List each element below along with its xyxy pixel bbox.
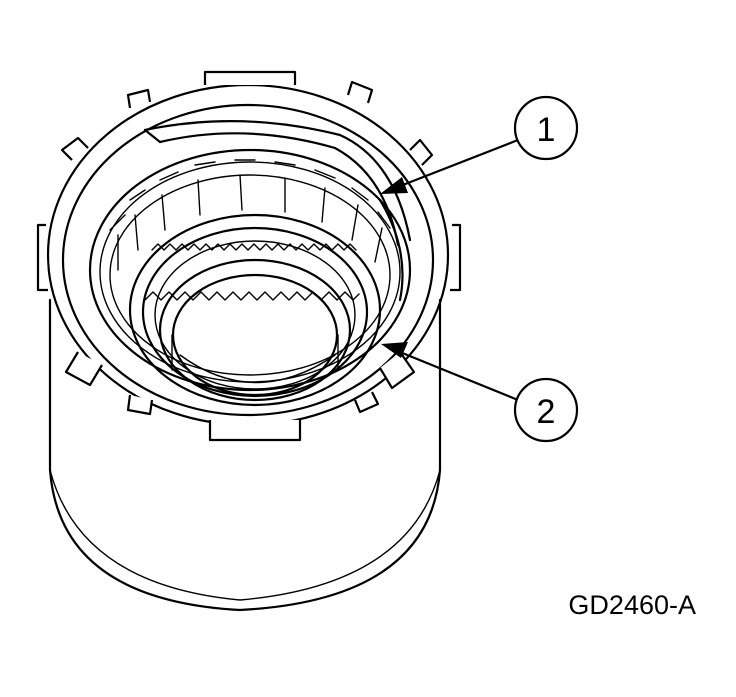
hub-assembly	[128, 213, 382, 407]
figure-id-label: GD2460-A	[568, 590, 696, 620]
callout-1: 1	[380, 95, 579, 194]
callout-1-label: 1	[537, 111, 556, 149]
drum-rim	[36, 70, 462, 442]
callout-2-label: 2	[537, 393, 556, 431]
callout-2: 2	[381, 342, 579, 443]
drum-body	[48, 298, 442, 612]
inner-splines	[88, 148, 412, 392]
